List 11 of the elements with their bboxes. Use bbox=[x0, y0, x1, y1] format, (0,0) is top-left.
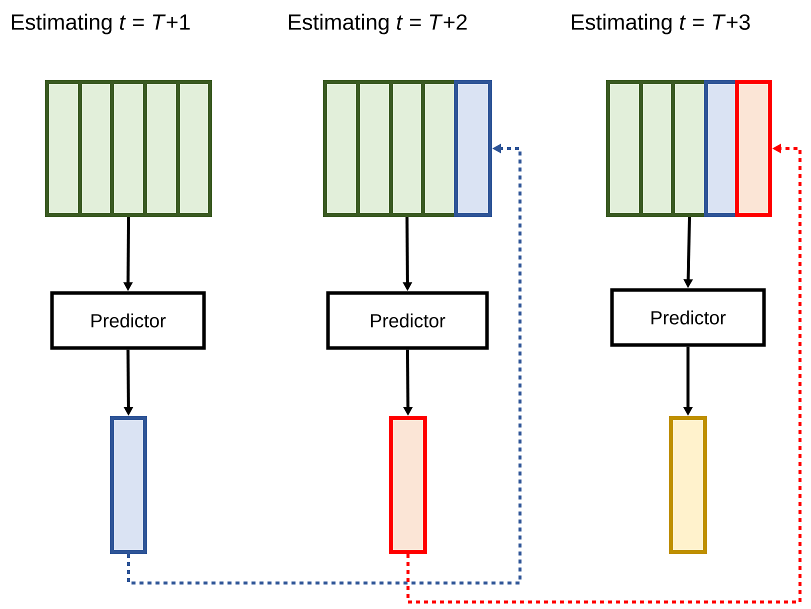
input-cell bbox=[454, 80, 492, 217]
output-bar bbox=[669, 416, 707, 554]
predictor-box: Predictor bbox=[610, 288, 766, 347]
predictor-box: Predictor bbox=[50, 291, 206, 350]
input-cell bbox=[735, 80, 772, 217]
output-bar bbox=[389, 416, 427, 554]
output-bar bbox=[110, 416, 147, 554]
predictor-box: Predictor bbox=[326, 291, 489, 350]
panel-title: Estimating t = T+2 bbox=[289, 14, 467, 34]
panel-title: Estimating t = T+3 bbox=[572, 14, 750, 34]
panel-title: Estimating t = T+1 bbox=[12, 14, 190, 34]
